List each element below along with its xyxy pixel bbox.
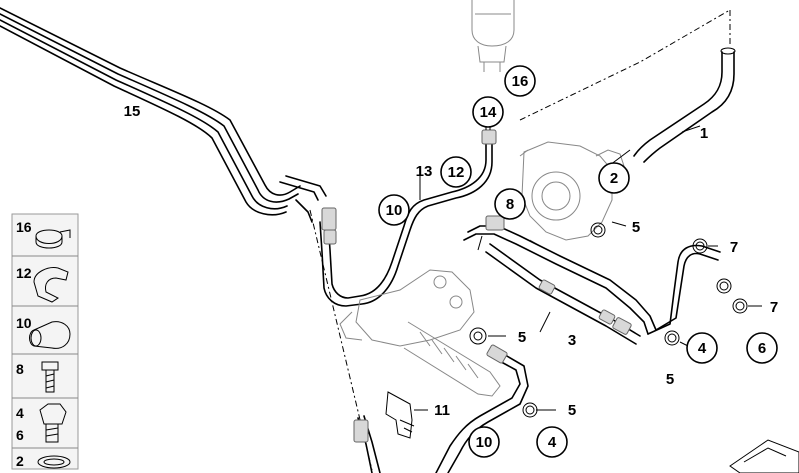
callout-10-top: 10 [378,194,410,226]
part-labels: 15 13 1 5 7 7 3 5 5 11 5 [124,103,779,419]
callout-6-text: 6 [758,340,766,357]
callout-8-text: 8 [506,196,514,213]
bolt-icon [41,361,59,393]
callout-2-text: 2 [610,170,618,187]
sidebar-label-8: 8 [16,361,24,377]
callout-10-bottom-text: 10 [476,434,493,451]
label-3: 3 [568,332,576,349]
sidebar-label-6: 6 [16,427,24,443]
callout-16: 16 [504,65,536,97]
callout-4-right: 4 [686,332,718,364]
return-line-part-13 [319,129,497,307]
sidebar-label-16: 16 [16,219,32,235]
label-15: 15 [124,103,141,120]
label-1: 1 [700,125,708,142]
banjo-bolt-icon [39,403,67,443]
callout-6: 6 [746,332,778,364]
sidebar-label-2: 2 [16,453,24,469]
callout-10-top-text: 10 [386,202,403,219]
callout-16-text: 16 [512,73,529,90]
label-5-right: 5 [666,371,674,388]
callout-4-bottom-text: 4 [548,434,557,451]
callout-2: 2 [598,162,630,194]
callout-10-bottom: 10 [468,426,500,458]
bracket-part-11 [385,391,415,439]
callout-8: 8 [494,188,526,220]
catalog-logo [729,439,799,473]
steering-gear-drawing [339,269,501,397]
callout-12-text: 12 [448,164,465,181]
callout-4-bottom: 4 [536,426,568,458]
callout-12: 12 [440,156,472,188]
callout-4-right-text: 4 [698,340,707,357]
callout-14: 14 [472,96,504,128]
hose-clamp-icon [35,229,71,249]
suction-hose-part-1 [633,47,736,163]
reservoir-drawing [471,0,515,72]
sidebar-label-10: 10 [16,315,32,331]
label-11: 11 [434,402,450,419]
sleeve-icon [29,321,71,349]
clip-icon [33,267,69,303]
steering-pump-drawing [519,141,625,247]
callout-14-text: 14 [480,104,497,121]
label-5-gear: 5 [518,329,526,346]
pressure-lines-part-3 [463,215,721,345]
lower-pipe [353,344,529,473]
label-5-bottom: 5 [568,402,576,419]
cooling-pipe-part-15 [0,7,327,223]
label-7-upper: 7 [730,239,738,256]
sidebar-label-4: 4 [16,405,24,421]
small-parts-sidebar: 16 12 10 8 4 6 [11,213,79,470]
ring-icon [37,455,71,469]
label-13: 13 [416,163,433,180]
label-5-pump: 5 [632,219,640,236]
sidebar-label-12: 12 [16,265,32,281]
label-7-lower: 7 [770,299,778,316]
